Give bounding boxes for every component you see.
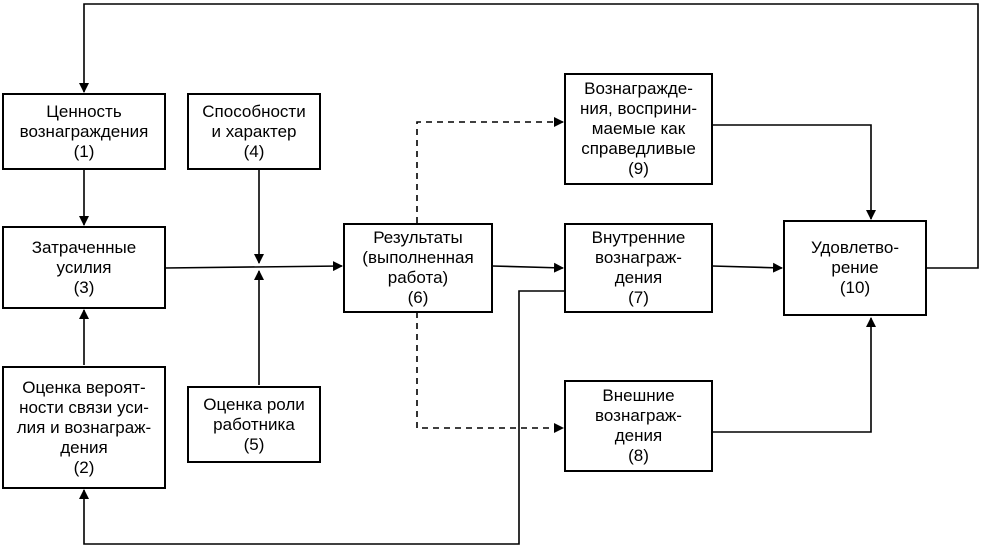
node-line: дения xyxy=(60,437,108,457)
node-line: (7) xyxy=(628,288,649,307)
node-line: (выполненная xyxy=(362,248,474,267)
node-line: Ценность xyxy=(46,101,122,121)
node-line: дения xyxy=(614,268,663,287)
node-line: (2) xyxy=(73,457,95,477)
node-effort-reward-probability: Оценка вероят- ности связи уси- лия и во… xyxy=(2,366,166,489)
arrow-6-to-8 xyxy=(416,312,564,433)
node-reward-value: Ценность вознаграждения (1) xyxy=(2,93,166,170)
node-satisfaction: Удовлетво- рение (10) xyxy=(783,220,927,316)
arrow-3-to-6 xyxy=(164,261,343,272)
node-line: Внутренние xyxy=(591,228,686,247)
node-line: ности связи уси- xyxy=(19,397,149,417)
node-line: лия и вознаграж- xyxy=(16,417,152,437)
node-line: работа) xyxy=(387,268,449,287)
node-line: Способности xyxy=(202,101,306,121)
arrow-7-to-10 xyxy=(711,262,783,273)
node-line: Внешние xyxy=(602,386,675,405)
node-line: справедливые xyxy=(581,139,696,158)
node-line: вознаграждения xyxy=(19,121,149,141)
node-line: маемые как xyxy=(591,119,686,138)
node-line: Затраченные xyxy=(31,237,137,257)
node-line: (8) xyxy=(628,446,649,465)
node-line: (4) xyxy=(243,141,265,161)
node-extrinsic-rewards: Внешние вознаграж- дения (8) xyxy=(564,380,713,472)
node-abilities-traits: Способности и характер (4) xyxy=(187,93,321,170)
node-line: рение xyxy=(831,258,879,277)
arrow-6-to-7 xyxy=(491,262,564,273)
node-perceived-fair-rewards: Вознагражде- ния, восприни- маемые как с… xyxy=(564,73,713,185)
node-line: (5) xyxy=(243,434,265,454)
node-line: (6) xyxy=(407,288,429,307)
node-line: усилия xyxy=(56,257,112,277)
node-line: дения xyxy=(614,426,663,445)
node-role-perception: Оценка роли работника (5) xyxy=(187,386,321,463)
node-line: Оценка вероят- xyxy=(22,377,146,397)
node-line: Вознагражде- xyxy=(584,79,693,98)
arrow-10-to-1 xyxy=(79,3,979,269)
arrow-7-to-2 xyxy=(79,290,564,545)
node-line: работника xyxy=(213,414,295,434)
node-line: Оценка роли xyxy=(203,394,305,414)
node-effort: Затраченные усилия (3) xyxy=(2,226,166,309)
node-line: (3) xyxy=(73,277,95,297)
arrow-6-to-9 xyxy=(416,117,564,223)
node-line: вознаграж- xyxy=(595,248,682,267)
node-line: вознаграж- xyxy=(595,406,682,425)
node-line: и характер xyxy=(211,121,297,141)
node-performance: Результаты (выполненная работа) (6) xyxy=(343,223,493,313)
node-intrinsic-rewards: Внутренние вознаграж- дения (7) xyxy=(564,223,713,313)
node-line: Удовлетво- xyxy=(810,238,900,257)
node-line: Результаты xyxy=(373,228,463,247)
node-line: (10) xyxy=(839,278,871,297)
node-line: (1) xyxy=(73,141,95,161)
arrow-8-to-10 xyxy=(712,317,876,433)
arrow-9-to-10 xyxy=(712,124,876,220)
node-line: ния, восприни- xyxy=(579,99,698,118)
node-line: (9) xyxy=(628,159,649,178)
